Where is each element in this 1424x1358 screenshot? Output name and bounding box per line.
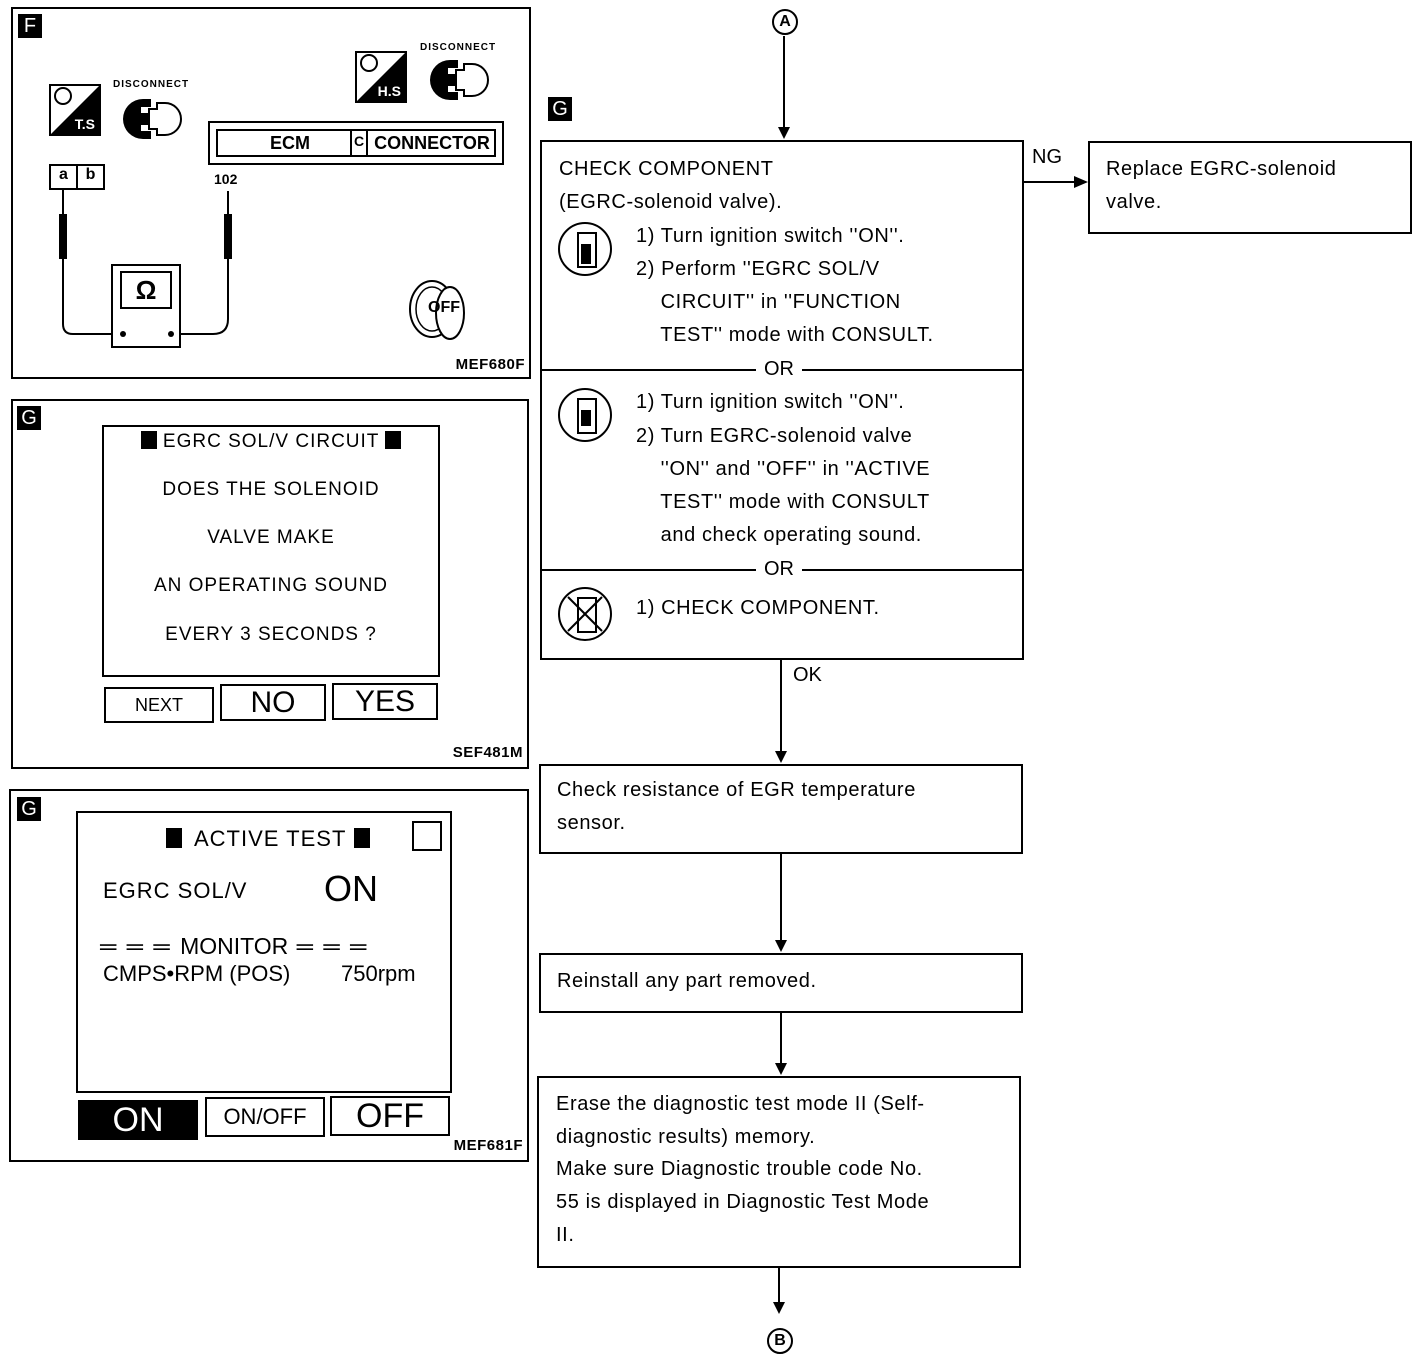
disconnect-label-left: DISCONNECT xyxy=(113,79,190,90)
connector-line xyxy=(780,854,782,942)
section-tag-f: F xyxy=(18,14,42,38)
arrow-down-icon xyxy=(775,1063,787,1075)
terminal-number: 102 xyxy=(214,171,238,187)
or-label: OR xyxy=(756,558,802,580)
option2-step: 2) Turn EGRC-solenoid valve xyxy=(636,425,913,447)
option1-step: TEST'' mode with CONSULT. xyxy=(636,324,934,346)
connector-label: CONNECTOR xyxy=(374,133,490,153)
ng-connector-line xyxy=(1024,181,1076,183)
arrow-down-icon xyxy=(778,127,790,139)
erase-memory-box: Erase the diagnostic test mode II (Self-… xyxy=(537,1076,1021,1268)
figure-code-g1: SEF481M xyxy=(452,744,523,761)
check-subtitle: (EGRC-solenoid valve). xyxy=(559,191,783,213)
step-text: sensor. xyxy=(557,812,626,834)
step-text: diagnostic results) memory. xyxy=(556,1126,816,1148)
ok-connector-line xyxy=(780,660,782,752)
option3-step: 1) CHECK COMPONENT. xyxy=(636,597,880,619)
question-line: AN OPERATING SOUND xyxy=(153,575,389,596)
screen-title-row: EGRC SOL/V CIRCUIT xyxy=(104,431,438,453)
no-button[interactable]: NO xyxy=(220,684,326,721)
screen-title: EGRC SOL/V CIRCUIT xyxy=(162,431,380,452)
question-line: DOES THE SOLENOID xyxy=(162,479,380,500)
no-consult-icon xyxy=(558,587,612,641)
panel-f-circuit-diagram: F T.S DISCONNECT H.S DISCONNECT ECM C CO… xyxy=(11,7,531,379)
ecm-connector-outer: ECM C CONNECTOR xyxy=(208,121,504,165)
active-test-item-label: EGRC SOL/V xyxy=(103,878,248,903)
option2-step: and check operating sound. xyxy=(636,524,922,546)
ohm-symbol: Ω xyxy=(120,271,172,309)
section-tag-g-flow: G xyxy=(548,97,572,121)
on-button[interactable]: ON xyxy=(78,1100,198,1140)
check-title: CHECK COMPONENT xyxy=(559,158,774,180)
connector-line xyxy=(780,1013,782,1065)
connector-line xyxy=(778,1268,780,1304)
arrow-down-icon xyxy=(775,940,787,952)
monitor-label: MONITOR xyxy=(180,933,289,959)
option2-step: 1) Turn ignition switch ''ON''. xyxy=(636,391,905,413)
disconnect-plug-icon-left xyxy=(121,95,187,148)
arrow-down-icon xyxy=(775,751,787,763)
start-connector-a: A xyxy=(772,9,798,35)
figure-code-f: MEF680F xyxy=(455,356,525,373)
figure-code-g2: MEF681F xyxy=(453,1137,523,1154)
option1-step: 1) Turn ignition switch ''ON''. xyxy=(636,225,905,247)
section-tag-g2: G xyxy=(17,797,41,821)
hs-label: H.S xyxy=(377,83,401,99)
question-line: EVERY 3 SECONDS ? xyxy=(165,624,377,645)
ecm-label: ECM xyxy=(270,133,310,153)
active-test-item-value: ON xyxy=(324,868,378,909)
connector-line xyxy=(783,36,785,128)
panel-g-function-test-screen: G EGRC SOL/V CIRCUIT DOES THE SOLENOID V… xyxy=(11,399,529,769)
step-text: 55 is displayed in Diagnostic Test Mode xyxy=(556,1191,930,1213)
checkbox[interactable] xyxy=(412,821,442,851)
monitor-value: 750rpm xyxy=(341,961,416,986)
check-resistance-box: Check resistance of EGR temperature sens… xyxy=(539,764,1023,854)
replace-valve-box: Replace EGRC-solenoid valve. xyxy=(1088,141,1412,234)
sensor-connector-icon: a b xyxy=(49,164,105,190)
screen-title-row: ACTIVE TEST xyxy=(166,826,371,852)
disconnect-label-right: DISCONNECT xyxy=(420,42,497,53)
ng-box-text: valve. xyxy=(1106,191,1162,213)
step-text: Erase the diagnostic test mode II (Self- xyxy=(556,1093,925,1115)
ts-label: T.S xyxy=(74,116,95,132)
terminal-a: a xyxy=(51,166,78,188)
step-text: Make sure Diagnostic trouble code No. xyxy=(556,1158,923,1180)
ok-label: OK xyxy=(793,664,822,686)
ng-box-text: Replace EGRC-solenoid xyxy=(1106,158,1337,180)
consult-screen: EGRC SOL/V CIRCUIT DOES THE SOLENOID VAL… xyxy=(102,425,440,677)
disconnect-plug-icon-right xyxy=(428,56,494,109)
next-button[interactable]: NEXT xyxy=(104,687,214,723)
ng-label: NG xyxy=(1032,146,1062,168)
monitor-item: CMPS•RPM (POS) xyxy=(103,961,291,986)
question-line: VALVE MAKE xyxy=(207,527,335,548)
option2-step: ''ON'' and ''OFF'' in ''ACTIVE xyxy=(636,458,931,480)
arrow-right-icon xyxy=(1074,176,1088,188)
consult-icon xyxy=(558,222,612,276)
consult-screen: ACTIVE TEST EGRC SOL/V ON ═ ═ ═ MONITOR … xyxy=(76,811,452,1093)
or-label: OR xyxy=(756,358,802,380)
reinstall-box: Reinstall any part removed. xyxy=(539,953,1023,1013)
terminal-b: b xyxy=(85,166,96,183)
check-component-box: CHECK COMPONENT (EGRC-solenoid valve). 1… xyxy=(540,140,1024,660)
ignition-off-label: OFF xyxy=(428,299,460,316)
panel-g-active-test-screen: G ACTIVE TEST EGRC SOL/V ON ═ ═ ═ MONITO… xyxy=(9,789,529,1162)
on-off-button[interactable]: ON/OFF xyxy=(205,1097,325,1137)
ts-badge-icon: T.S xyxy=(49,84,101,136)
monitor-header: ═ ═ ═ MONITOR ═ ═ ═ xyxy=(100,933,369,959)
arrow-down-icon xyxy=(773,1302,785,1314)
ignition-key-off-icon: OFF xyxy=(408,277,470,343)
step-text: Reinstall any part removed. xyxy=(557,970,817,992)
step-text: Check resistance of EGR temperature xyxy=(557,779,916,801)
option1-step: CIRCUIT'' in ''FUNCTION xyxy=(636,291,901,313)
end-connector-b: B xyxy=(767,1328,793,1354)
screen-title: ACTIVE TEST xyxy=(194,826,347,851)
hs-badge-icon: H.S xyxy=(355,51,407,103)
off-button[interactable]: OFF xyxy=(330,1096,450,1136)
consult-icon xyxy=(558,388,612,442)
section-tag-g1: G xyxy=(17,406,41,430)
yes-button[interactable]: YES xyxy=(332,683,438,720)
option1-step: 2) Perform ''EGRC SOL/V xyxy=(636,258,880,280)
step-text: II. xyxy=(556,1224,575,1246)
option2-step: TEST'' mode with CONSULT xyxy=(636,491,930,513)
